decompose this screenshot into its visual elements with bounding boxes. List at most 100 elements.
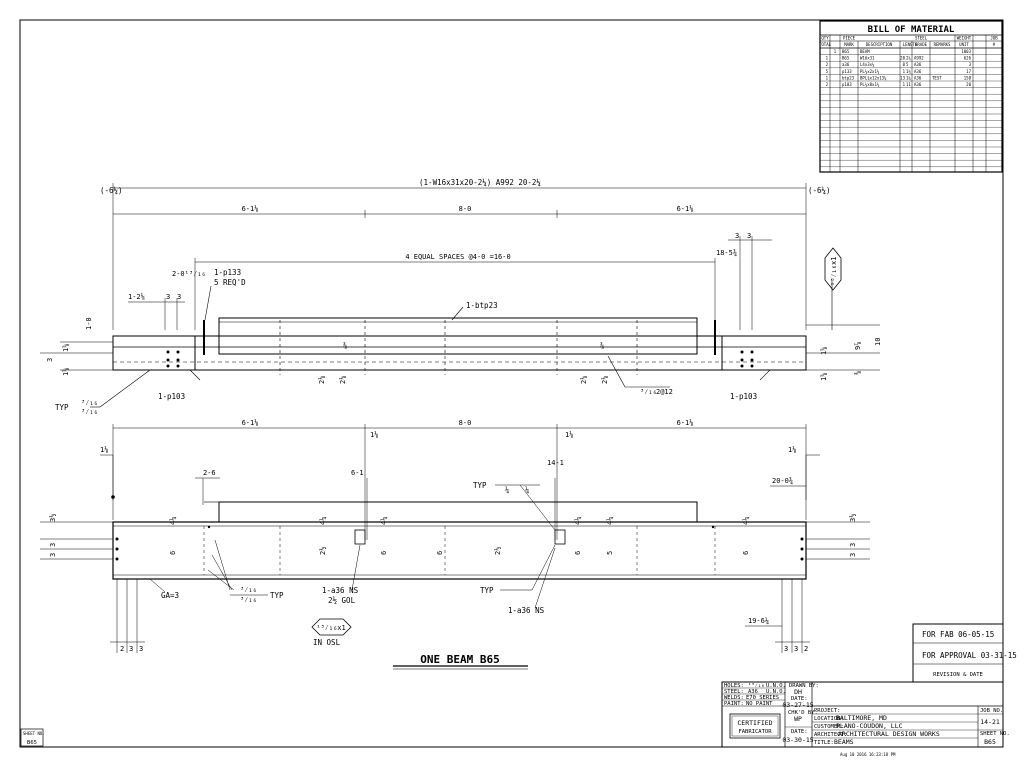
svg-text:ARCHITECTURAL DESIGN WORKS: ARCHITECTURAL DESIGN WORKS [838,730,940,738]
svg-text:PIECE: PIECE [843,36,856,41]
bom-cell-len: 0 [903,62,906,67]
svg-text:TYP: TYP [473,481,487,490]
bom-cell-len_in: 5 [906,62,909,67]
svg-text:IN OSL: IN OSL [313,638,341,647]
bottom-elevation [40,424,870,670]
svg-text:DESCRIPTION: DESCRIPTION [866,42,893,47]
svg-text:QTY: QTY [821,36,829,41]
svg-text:1⅛: 1⅛ [565,430,573,439]
svg-text:³⁄₁₆: ³⁄₁₆ [240,596,257,604]
svg-text:B65: B65 [27,740,37,746]
svg-text:8-0: 8-0 [459,419,472,427]
svg-text:3: 3 [784,645,788,653]
svg-text:³⁄₁₆: ³⁄₁₆ [240,586,257,594]
bom-cell-len: 1 [903,82,906,87]
svg-text:(-6¼): (-6¼) [100,186,123,195]
svg-text:4¼: 4¼ [742,517,750,525]
svg-text:SHEET NO.: SHEET NO. [980,731,1010,737]
certified-fabricator-logo: CERTIFIED FABRICATOR [729,713,781,739]
svg-text:1⅝: 1⅝ [820,347,828,355]
svg-text:¼: ¼ [505,486,509,494]
bom-cell-mark: B65 [842,56,850,61]
bolt-holes-left [166,350,180,368]
svg-text:BALTIMORE, MD: BALTIMORE, MD [836,714,887,722]
svg-text:3: 3 [747,232,751,240]
svg-text:#: # [993,42,996,47]
svg-text:6: 6 [169,551,177,555]
svg-text:1-btp23: 1-btp23 [466,301,498,310]
svg-text:3: 3 [49,543,57,547]
svg-text:DRAWN BY:: DRAWN BY: [789,683,819,689]
svg-text:TYP: TYP [480,586,494,595]
svg-text:STEEL:: STEEL: [724,689,744,695]
bom-cell-qty: 5 [826,69,829,74]
svg-text:3½: 3½ [49,514,57,522]
top-elevation [40,183,880,408]
svg-text:4 EQUAL SPACES @4-0 =16-0: 4 EQUAL SPACES @4-0 =16-0 [405,253,510,261]
svg-text:3: 3 [139,645,143,653]
svg-text:6-1⅛: 6-1⅛ [242,204,259,213]
svg-text:DATE:: DATE: [791,729,808,735]
svg-text:1⅛: 1⅛ [370,430,378,439]
svg-text:U.N.O.: U.N.O. [766,689,786,695]
svg-text:¼: ¼ [525,486,529,494]
svg-text:NO PAINT: NO PAINT [746,701,773,707]
bom-cell-mark: p103 [842,82,852,87]
svg-text:1⅛: 1⅛ [100,445,108,454]
svg-text:STEEL: STEEL [915,36,928,41]
svg-text:1-p103: 1-p103 [158,392,185,401]
svg-text:3: 3 [849,553,857,557]
bom-cell-len_in: 1¼ [906,69,911,75]
bom-cell-mark: a36 [842,62,850,67]
svg-text:(1-W16x31x20-2¼) A992 20-2¼: (1-W16x31x20-2¼) A992 20-2¼ [419,178,541,187]
svg-text:⅜: ⅜ [600,341,604,350]
svg-text:TITLE:: TITLE: [814,740,834,746]
svg-text:WELDS:: WELDS: [724,695,744,701]
svg-text:3: 3 [46,358,54,362]
svg-text:³⁄₁₆: ³⁄₁₆ [81,408,98,416]
svg-text:4¼: 4¼ [574,517,582,525]
bom-cell-grade: A36 [914,69,922,74]
bom-cell-grade: A36 [914,82,922,87]
svg-text:2½: 2½ [494,547,502,555]
bom-cell-desc: BPL¾x12x13¼ [860,75,887,81]
svg-text:2⅛: 2⅛ [338,376,347,384]
bom-cell-len_in: 1¼ [906,75,911,81]
bottom-elevation-labels: 6-1⅛ 8-0 6-1⅛ 1⅛ 1⅛ 1⅛ 1⅛ 2-6 6-1 14-1 2… [49,418,857,666]
svg-text:GA=3: GA=3 [161,591,179,600]
svg-text:1-p133: 1-p133 [214,268,241,277]
bill-of-material: BILL OF MATERIAL QTY TOTAL PIECE MARK DE… [819,20,1003,173]
svg-text:⅜: ⅜ [853,371,862,375]
svg-text:6: 6 [574,551,582,555]
bom-cell-weight: 3 [969,62,972,67]
svg-text:2⅛: 2⅛ [579,376,588,384]
bom-cell-weight: 20 [966,82,971,87]
svg-text:03-30-15: 03-30-15 [782,736,813,744]
svg-text:TYP: TYP [55,403,69,412]
svg-text:UNIT: UNIT [959,42,969,47]
svg-text:1-p103: 1-p103 [730,392,757,401]
svg-text:03-27-15: 03-27-15 [782,701,813,709]
svg-text:3: 3 [735,232,739,240]
svg-text:¹³⁄₁₆x1: ¹³⁄₁₆x1 [830,257,838,287]
svg-text:1-a36 NS: 1-a36 NS [508,606,545,615]
svg-text:3: 3 [177,293,181,301]
svg-text:TOTAL: TOTAL [819,42,832,47]
svg-text:2: 2 [804,645,808,653]
svg-text:FOR APPROVAL 03-31-15: FOR APPROVAL 03-31-15 [922,651,1017,660]
bom-cell-desc: PL¼x8x1¼ [860,82,880,88]
svg-text:2-6: 2-6 [203,469,216,477]
svg-text:6-1: 6-1 [351,469,364,477]
svg-text:4¼: 4¼ [169,517,177,525]
svg-text:2½ GOL: 2½ GOL [328,596,356,605]
svg-text:B65: B65 [984,738,996,746]
svg-text:HOLES:: HOLES: [724,683,744,689]
bom-cell-mark: btp23 [842,75,855,80]
svg-text:1⅝: 1⅝ [820,373,828,381]
svg-text:SHEET NO.: SHEET NO. [23,731,45,736]
svg-text:5: 5 [606,551,614,555]
svg-text:14-21: 14-21 [980,718,1000,726]
svg-text:1-0: 1-0 [85,317,93,330]
svg-text:REMARKS: REMARKS [934,42,951,47]
svg-text:2-0¹³⁄₁₆: 2-0¹³⁄₁₆ [172,270,206,278]
